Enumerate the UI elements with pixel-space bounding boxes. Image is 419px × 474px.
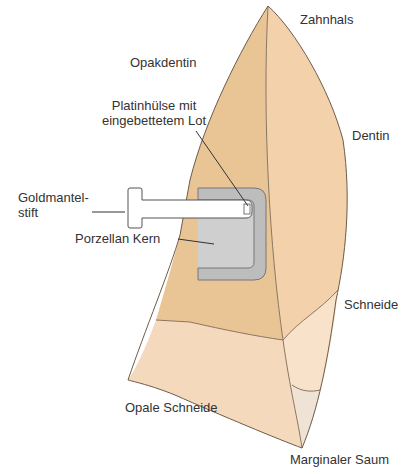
leader-line — [92, 212, 125, 213]
part-label: Goldmantel- stift — [18, 190, 92, 220]
solder — [244, 204, 250, 214]
part-label: Marginaler Saum — [290, 452, 389, 467]
division-line — [283, 290, 338, 340]
leader-line — [178, 239, 214, 244]
division-line — [292, 385, 320, 391]
division-line — [156, 320, 283, 340]
part-label: Opale Schneide — [125, 400, 218, 415]
leader-line — [196, 131, 248, 206]
part-label: Schneide — [344, 297, 398, 312]
part-label: Platinhülse mit eingebettetem Lot — [98, 98, 210, 128]
division-line — [266, 6, 302, 448]
part-label: Porzellan Kern — [75, 231, 160, 246]
part-label: Dentin — [352, 128, 390, 143]
neck-label: Zahnhals — [300, 12, 353, 27]
part-label: Opakdentin — [130, 55, 197, 70]
gold-pin — [128, 188, 252, 228]
opal-incisal-region — [128, 320, 302, 448]
tooth-outline — [128, 6, 347, 448]
